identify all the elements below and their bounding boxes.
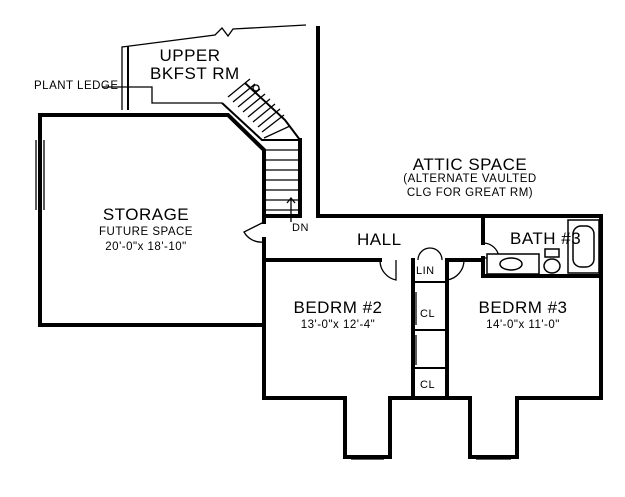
storage-dims-label: 20'-0"x 18'-10" (105, 241, 187, 253)
attic-note-2: CLG FOR GREAT RM) (406, 187, 534, 199)
toilet-bowl (543, 258, 561, 274)
bedrm2-dims-label: 13'-0"x 12'-4" (300, 319, 376, 331)
bath-fixtures (486, 219, 600, 275)
walls (38, 26, 603, 459)
attic-label: ATTIC SPACE (412, 155, 528, 174)
storage-label: STORAGE (102, 205, 190, 224)
sink (499, 257, 523, 271)
storage-window (35, 140, 45, 210)
plant-ledge-label: PLANT LEDGE (34, 80, 119, 92)
attic-note-1: (ALTERNATE VAULTED (403, 173, 537, 185)
storage-sub-label: FUTURE SPACE (99, 226, 193, 238)
stair-down-arrow-icon (286, 196, 296, 222)
upper-bkfst-label-1: UPPER (159, 46, 221, 65)
linen-label: LIN (416, 265, 435, 277)
closet-upper-label: CL (420, 308, 436, 320)
bath3-label: BATH #3 (510, 229, 582, 248)
bedrm2-label: BEDRM #2 (293, 298, 383, 317)
doors (243, 221, 500, 365)
bedrm3-label: BEDRM #3 (478, 298, 568, 317)
closet-lower-label: CL (420, 379, 436, 391)
hall-label: HALL (357, 230, 402, 249)
upper-bkfst-outline (121, 24, 307, 110)
bedrm3-dims-label: 14'-0"x 11'-0" (486, 319, 560, 331)
stair-dn-label: DN (292, 222, 309, 234)
staircase (221, 78, 301, 211)
upper-bkfst-label-2: BKFST RM (150, 64, 240, 83)
toilet-tank (544, 248, 560, 258)
